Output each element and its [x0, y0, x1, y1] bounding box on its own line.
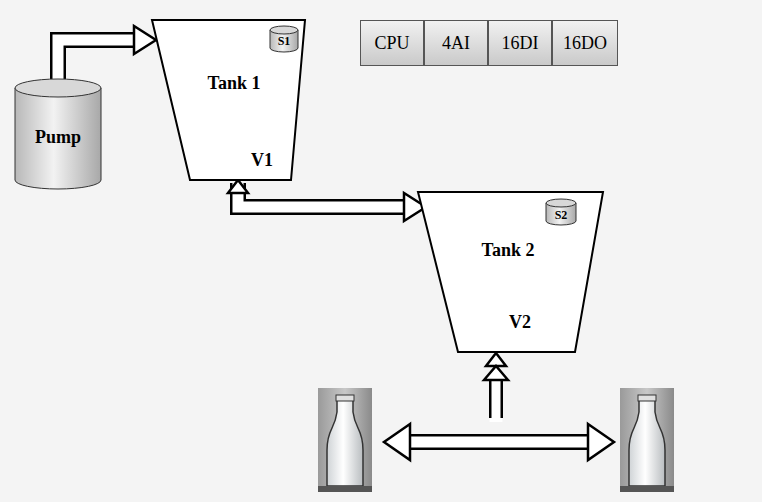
plc-module: 16DO [552, 20, 618, 66]
valve-label: V2 [509, 312, 531, 333]
valve-label: V1 [251, 150, 273, 171]
bottle-icon [318, 388, 372, 492]
plc-module-label: 16DO [563, 33, 607, 54]
level-sensor-label: S1 [278, 34, 291, 49]
pump-tank-label: Pump [35, 127, 81, 148]
fill-arrow [384, 366, 614, 460]
plc-module-label: 16DI [502, 33, 539, 54]
flow-arrow [58, 26, 156, 79]
plc-module-label: 4AI [442, 33, 470, 54]
level-sensor-label: S2 [555, 208, 568, 223]
plc-module: CPU [360, 20, 424, 66]
tank-vessel-label: Tank 1 [208, 73, 261, 94]
plc-module-label: CPU [374, 33, 409, 54]
flow-arrow [238, 183, 426, 221]
bottle-icon [620, 388, 674, 492]
tank-vessel-label: Tank 2 [482, 240, 535, 261]
pump-tank: Pump [14, 78, 102, 190]
plc-module: 16DI [488, 20, 552, 66]
plc-module: 4AI [424, 20, 488, 66]
tank-vessel: Tank 1 S1 [152, 18, 306, 183]
level-sensor: S2 [545, 198, 577, 226]
level-sensor: S1 [269, 25, 299, 53]
